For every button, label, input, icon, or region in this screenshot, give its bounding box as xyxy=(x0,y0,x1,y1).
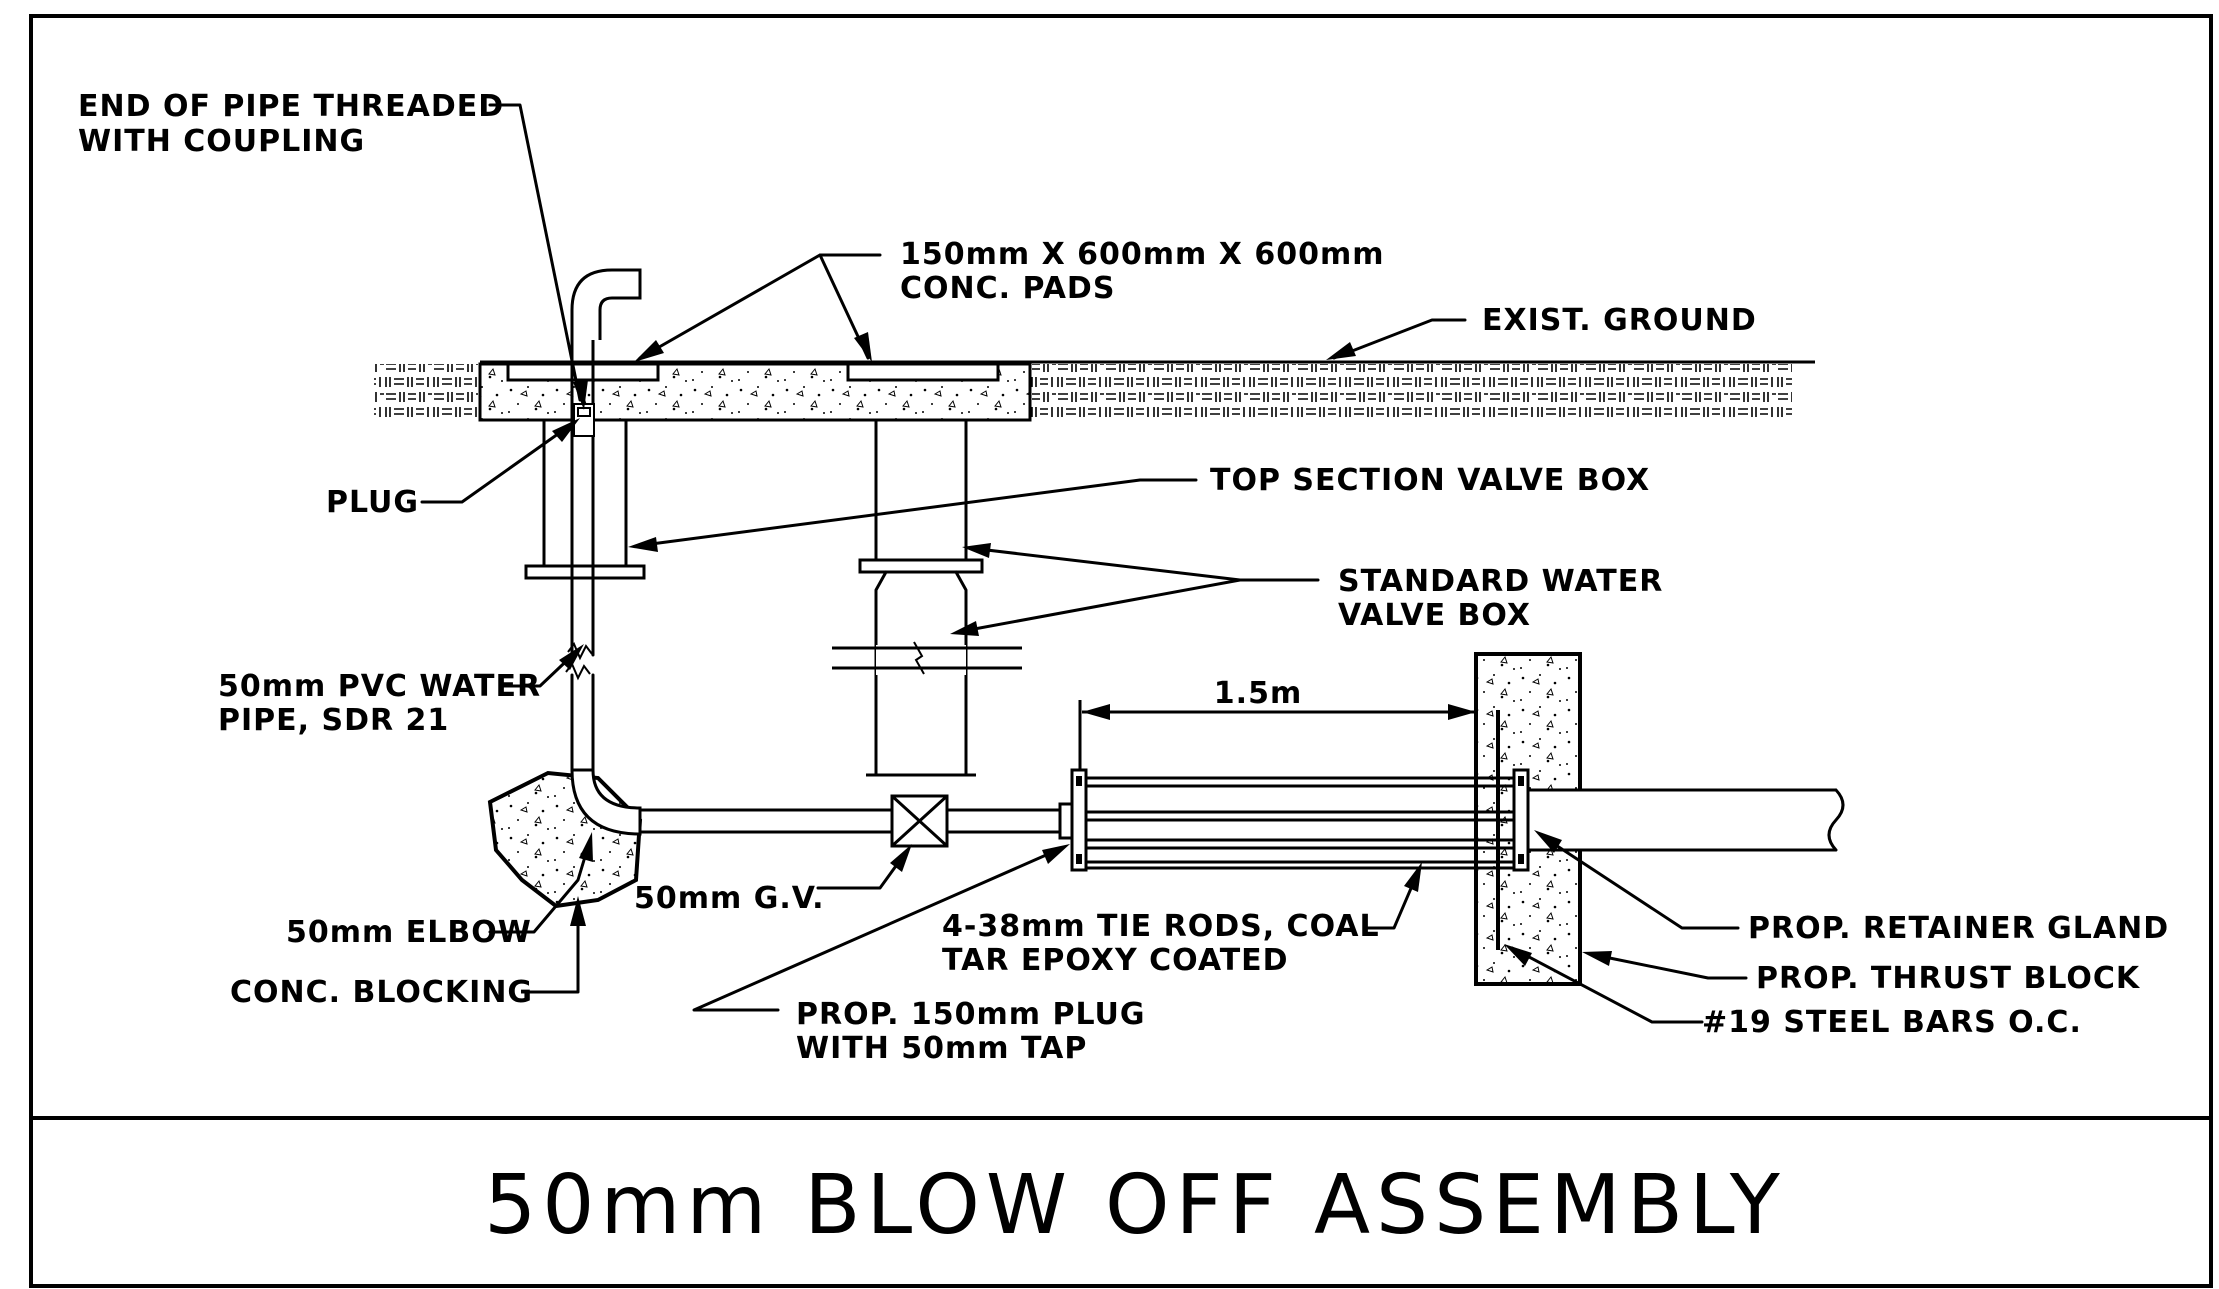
label-thrust-block: PROP. THRUST BLOCK xyxy=(1756,961,2141,996)
label-standard-water-valve-box: STANDARD WATER VALVE BOX xyxy=(1338,564,1675,633)
label-top-section-valve-box: TOP SECTION VALVE BOX xyxy=(1210,463,1650,498)
gate-valve xyxy=(890,794,949,848)
prop-plug xyxy=(1058,768,1088,872)
dimension-line xyxy=(1078,700,1476,770)
label-steel-bars: #19 STEEL BARS O.C. xyxy=(1702,1005,2082,1040)
standard-water-valve-box xyxy=(832,420,1022,777)
label-conc-blocking: CONC. BLOCKING xyxy=(230,975,533,1010)
valve-box-collar-right xyxy=(846,362,1000,382)
label-plug: PLUG xyxy=(326,485,419,520)
concrete-blocking xyxy=(487,770,643,909)
valve-box-collar-left xyxy=(506,362,660,382)
dimension-label: 1.5m xyxy=(1214,676,1302,711)
pvc-water-pipe xyxy=(565,268,642,772)
label-conc-pads: 150mm X 600mm X 600mm CONC. PADS xyxy=(900,237,1396,306)
tie-rods xyxy=(1086,776,1524,870)
sheet-border xyxy=(29,14,2213,1288)
leader-lines xyxy=(420,103,1748,1024)
horizontal-pvc-pipe xyxy=(640,808,1060,834)
drawing-title: 50mm BLOW OFF ASSEMBLY xyxy=(484,1158,1786,1253)
retainer-gland xyxy=(1512,768,1530,872)
label-elbow: 50mm ELBOW xyxy=(286,915,532,950)
label-tie-rods: 4-38mm TIE RODS, COAL TAR EPOXY COATED xyxy=(942,909,1391,978)
label-retainer-gland: PROP. RETAINER GLAND xyxy=(1748,911,2169,946)
main-water-pipe xyxy=(1526,788,1845,852)
label-exist-ground: EXIST. GROUND xyxy=(1482,303,1757,338)
top-section-valve-box xyxy=(524,418,646,580)
label-end-of-pipe: END OF PIPE THREADED WITH COUPLING xyxy=(78,89,516,159)
existing-ground xyxy=(374,360,1815,420)
label-gate-valve: 50mm G.V. xyxy=(634,881,824,916)
label-pvc-water-pipe: 50mm PVC WATER PIPE, SDR 21 xyxy=(218,669,553,738)
label-prop-plug: PROP. 150mm PLUG WITH 50mm TAP xyxy=(796,997,1157,1066)
